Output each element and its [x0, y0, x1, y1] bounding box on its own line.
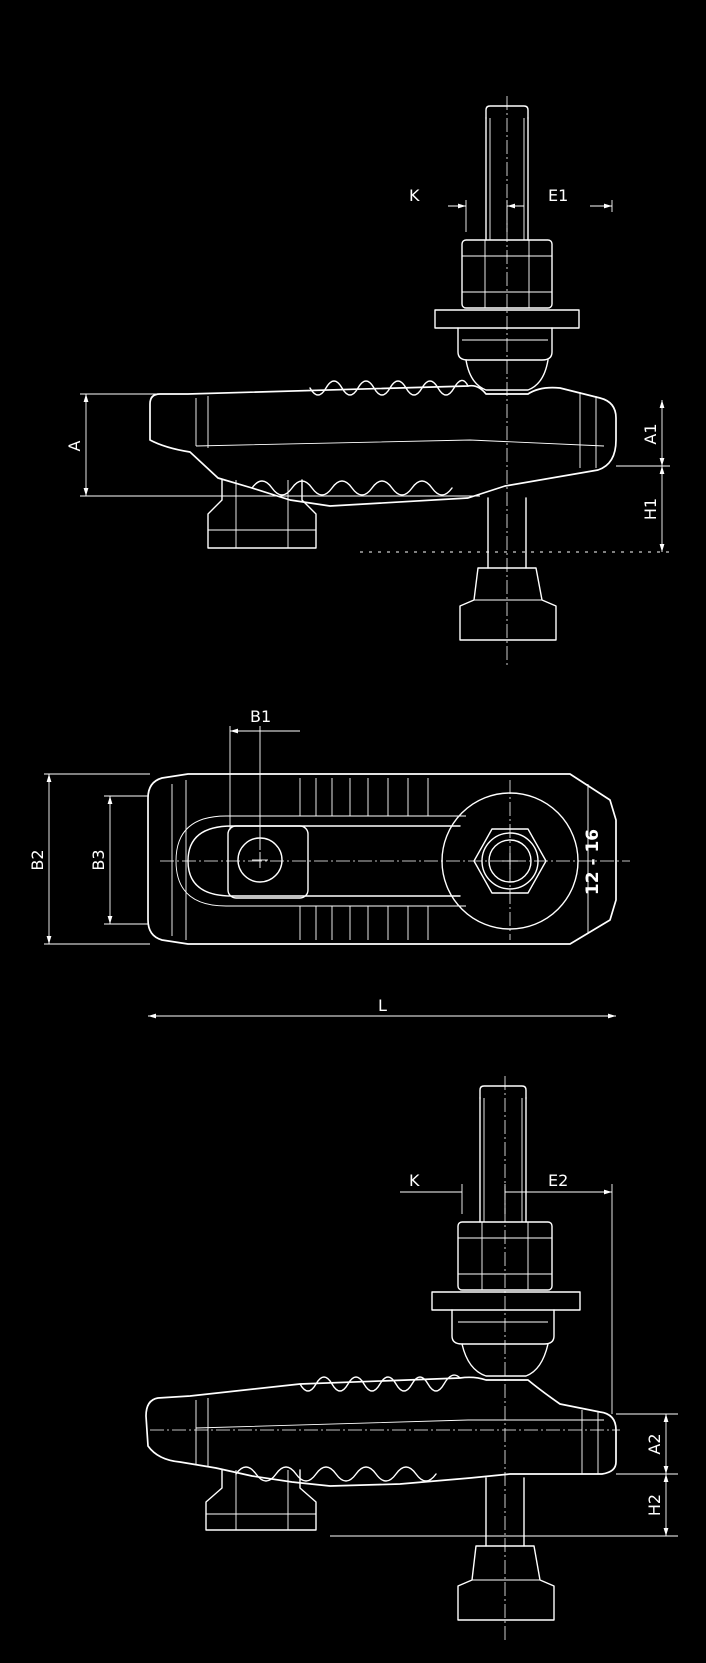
- washer-bottom: [431, 1291, 581, 1311]
- dim-label-b3: B3: [89, 849, 108, 870]
- dim-label-a2: A2: [645, 1433, 664, 1454]
- dim-label-l: L: [378, 996, 387, 1015]
- bolt-shank: [485, 117, 529, 241]
- support-screw-bottom: [205, 1469, 317, 1531]
- size-stamp: 12 - 16: [583, 829, 603, 895]
- dim-label-k-bottom: K: [409, 1171, 420, 1190]
- dim-label-h2: H2: [645, 1494, 664, 1516]
- dim-label-b2: B2: [28, 849, 47, 870]
- t-nut-head-bottom: [457, 1545, 555, 1621]
- side-view-bottom: K E2 A2 H2: [145, 1076, 678, 1640]
- serration-bottom: [251, 480, 453, 496]
- dim-label-a: A: [65, 440, 84, 451]
- dim-label-e2: E2: [548, 1171, 568, 1190]
- t-nut-head: [459, 567, 557, 641]
- clamp-body: [149, 384, 617, 507]
- side-view-top: K E1 A A1 H1: [65, 96, 670, 668]
- dim-label-a1: A1: [641, 423, 660, 444]
- clamp-body-bottom: [145, 1376, 617, 1487]
- dim-label-k-top: K: [409, 186, 420, 205]
- dim-label-h1: H1: [641, 498, 660, 520]
- dim-label-e1: E1: [548, 186, 568, 205]
- serration-top: [309, 379, 469, 396]
- clamp-plan-outline: [147, 773, 617, 945]
- support-screw: [207, 479, 317, 549]
- plan-view: 12 - 16 B1 B2 B3 L: [28, 707, 630, 1019]
- dim-label-b1: B1: [250, 707, 271, 726]
- support-head: [227, 825, 309, 899]
